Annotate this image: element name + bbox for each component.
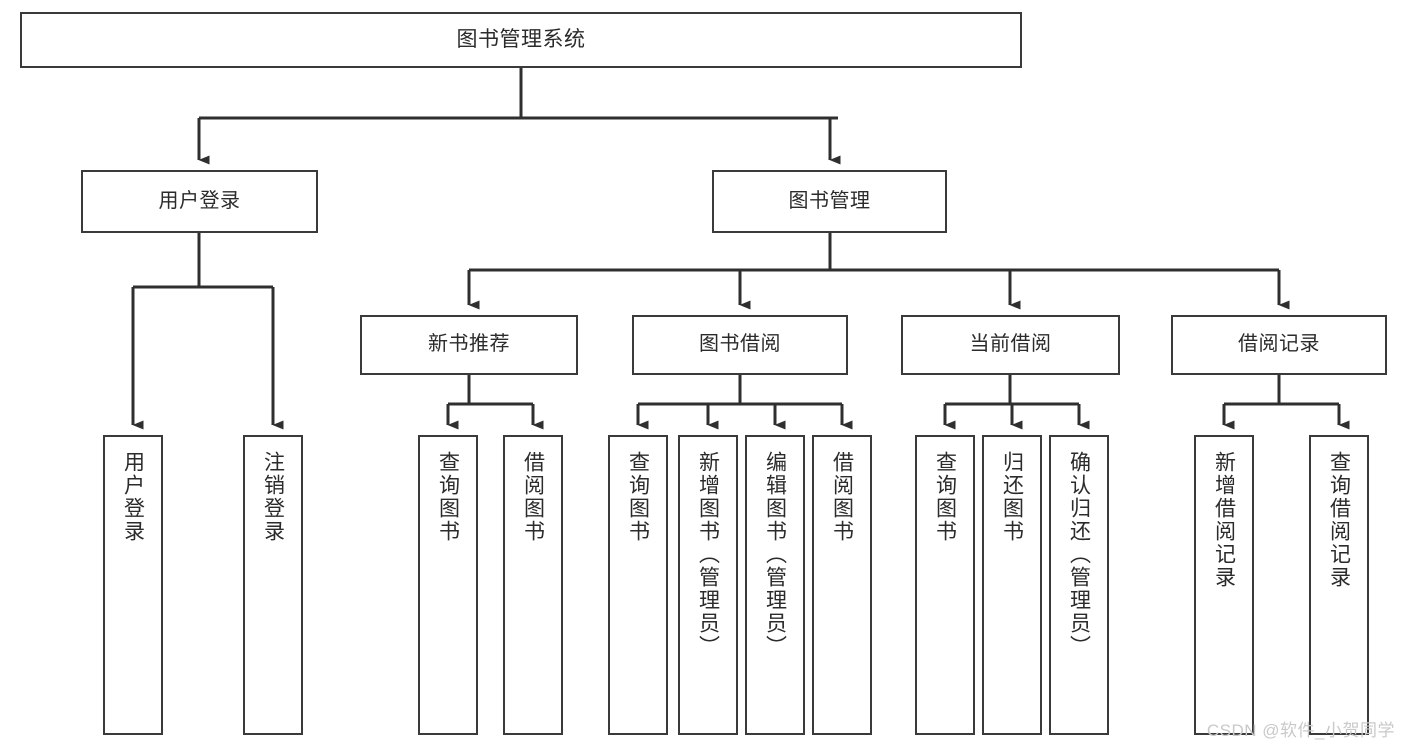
node-root-label: 图书管理系统 <box>456 27 586 51</box>
node-leaf-borrow-book-2-label: 借阅图书 <box>830 451 854 543</box>
node-leaf-user-login-label: 用户登录 <box>121 451 145 543</box>
node-book-management[interactable]: 图书管理 <box>712 170 947 233</box>
node-book-management-label: 图书管理 <box>788 189 871 212</box>
node-leaf-confirm-return[interactable]: 确认归还（管理员） <box>1049 435 1109 735</box>
node-leaf-user-logout-label: 注销登录 <box>261 451 285 543</box>
node-current-borrow-label: 当前借阅 <box>969 333 1052 356</box>
node-leaf-return-book-label: 归还图书 <box>1000 451 1024 543</box>
node-leaf-add-book-label: 新增图书（管理员） <box>696 451 720 658</box>
node-leaf-add-record-label: 新增借阅记录 <box>1212 451 1236 589</box>
node-root[interactable]: 图书管理系统 <box>20 12 1022 68</box>
node-new-book-recommend-label: 新书推荐 <box>428 333 510 356</box>
node-user-login[interactable]: 用户登录 <box>81 170 318 233</box>
node-leaf-user-login[interactable]: 用户登录 <box>103 435 163 735</box>
node-leaf-query-book-1[interactable]: 查询图书 <box>418 435 478 735</box>
node-book-borrow-label: 图书借阅 <box>699 333 781 356</box>
node-leaf-add-record[interactable]: 新增借阅记录 <box>1194 435 1254 735</box>
node-leaf-query-book-2[interactable]: 查询图书 <box>608 435 668 735</box>
node-leaf-query-record[interactable]: 查询借阅记录 <box>1309 435 1369 735</box>
node-leaf-query-book-1-label: 查询图书 <box>436 451 460 543</box>
watermark-text: CSDN @软件_小贺同学 <box>1206 721 1395 740</box>
node-book-borrow[interactable]: 图书借阅 <box>632 315 848 375</box>
node-leaf-borrow-book-1-label: 借阅图书 <box>521 451 545 543</box>
node-user-login-label: 用户登录 <box>158 189 241 212</box>
node-borrow-record-label: 借阅记录 <box>1238 333 1320 356</box>
node-leaf-user-logout[interactable]: 注销登录 <box>243 435 303 735</box>
node-current-borrow[interactable]: 当前借阅 <box>901 315 1120 375</box>
node-leaf-borrow-book-1[interactable]: 借阅图书 <box>503 435 563 735</box>
node-leaf-add-book[interactable]: 新增图书（管理员） <box>678 435 738 735</box>
node-leaf-query-book-2-label: 查询图书 <box>626 451 650 543</box>
node-leaf-return-book[interactable]: 归还图书 <box>982 435 1042 735</box>
node-leaf-query-book-3-label: 查询图书 <box>933 451 957 543</box>
node-leaf-edit-book[interactable]: 编辑图书（管理员） <box>745 435 805 735</box>
node-borrow-record[interactable]: 借阅记录 <box>1171 315 1387 375</box>
node-leaf-edit-book-label: 编辑图书（管理员） <box>763 451 787 658</box>
node-leaf-borrow-book-2[interactable]: 借阅图书 <box>812 435 872 735</box>
node-leaf-query-record-label: 查询借阅记录 <box>1327 451 1351 589</box>
node-leaf-confirm-return-label: 确认归还（管理员） <box>1067 451 1091 658</box>
node-new-book-recommend[interactable]: 新书推荐 <box>360 315 578 375</box>
node-leaf-query-book-3[interactable]: 查询图书 <box>915 435 975 735</box>
